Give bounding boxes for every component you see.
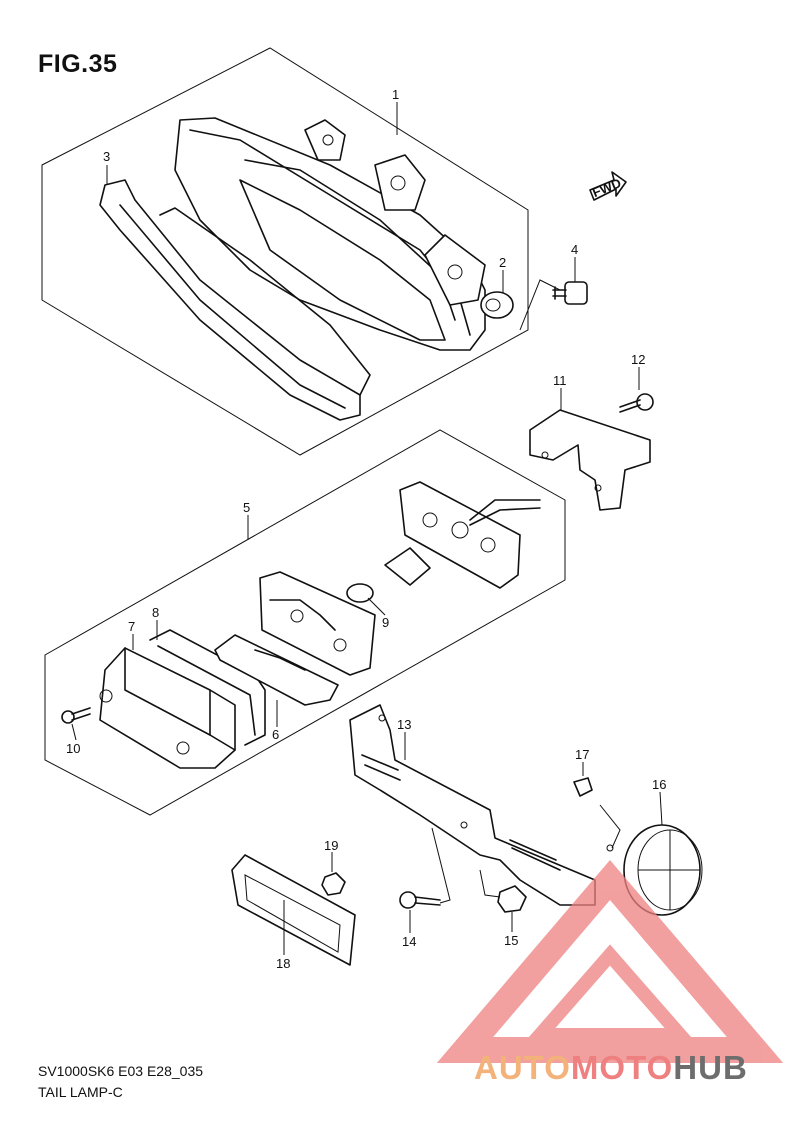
- grommet: [480, 291, 514, 319]
- callout-13: 13: [397, 717, 411, 732]
- lamp-unit-group: [44, 429, 566, 816]
- callout-6: 6: [272, 727, 279, 742]
- screw-12: [619, 393, 654, 413]
- figure-subtitle: TAIL LAMP-C: [38, 1084, 123, 1100]
- callout-11: 11: [553, 373, 567, 388]
- gasket: [149, 629, 266, 746]
- group-frame-1: [41, 47, 529, 456]
- callout-3: 3: [103, 149, 110, 164]
- figure-title: FIG.35: [38, 50, 118, 78]
- housing-mid-tab: [374, 154, 426, 211]
- socket: [384, 547, 431, 586]
- watermark-logo: [436, 859, 784, 1063]
- socket-cover: [399, 481, 521, 589]
- lamp-seal: [99, 179, 361, 421]
- housing-upper-tab: [304, 119, 346, 161]
- round-reflector: [623, 824, 703, 916]
- license-bracket: [349, 704, 596, 906]
- screw-10: [61, 707, 91, 724]
- callout-2: 2: [499, 255, 506, 270]
- watermark-text-moto: MOTO: [570, 1049, 674, 1086]
- callout-15: 15: [504, 933, 518, 948]
- callout-19: 19: [324, 838, 338, 853]
- callout-17: 17: [575, 747, 589, 762]
- bracket-11: [529, 409, 651, 511]
- callout-18: 18: [276, 956, 290, 971]
- bulb: [346, 583, 374, 603]
- bulb-socket-plate: [259, 571, 376, 676]
- screw-4: [552, 281, 588, 305]
- callout-4: 4: [571, 242, 578, 257]
- nut-15: [497, 885, 527, 913]
- callout-10: 10: [66, 741, 80, 756]
- leader-lines: [71, 102, 663, 955]
- callout-16: 16: [652, 777, 666, 792]
- svg-text:FWD: FWD: [590, 175, 623, 200]
- callout-9: 9: [382, 615, 389, 630]
- callout-14: 14: [402, 934, 416, 949]
- callout-1: 1: [392, 87, 399, 102]
- rectangular-reflector: [231, 854, 356, 966]
- callout-5: 5: [243, 500, 250, 515]
- callout-8: 8: [152, 605, 159, 620]
- callout-numbers: 1 2 3 4 5 6 7 8 9 10 11 12 13 14 15 16 1…: [66, 87, 666, 971]
- nut-19: [321, 872, 346, 896]
- watermark-text-hub: HUB: [673, 1049, 748, 1086]
- watermark-text: AUTOMOTOHUB: [474, 1049, 748, 1087]
- nut-17: [573, 777, 593, 797]
- screw-14: [399, 891, 441, 909]
- tail-lamp-housing-group: FWD: [41, 47, 627, 456]
- reflector-plate: [214, 634, 339, 706]
- lens: [99, 647, 236, 769]
- callout-12: 12: [631, 352, 645, 367]
- watermark-text-auto: AUTO: [474, 1049, 571, 1086]
- group-frame-5: [44, 429, 566, 816]
- housing-lower-tab: [424, 234, 486, 306]
- model-code: SV1000SK6 E03 E28_035: [38, 1063, 204, 1079]
- fwd-arrow-icon: FWD: [589, 171, 627, 201]
- callout-7: 7: [128, 619, 135, 634]
